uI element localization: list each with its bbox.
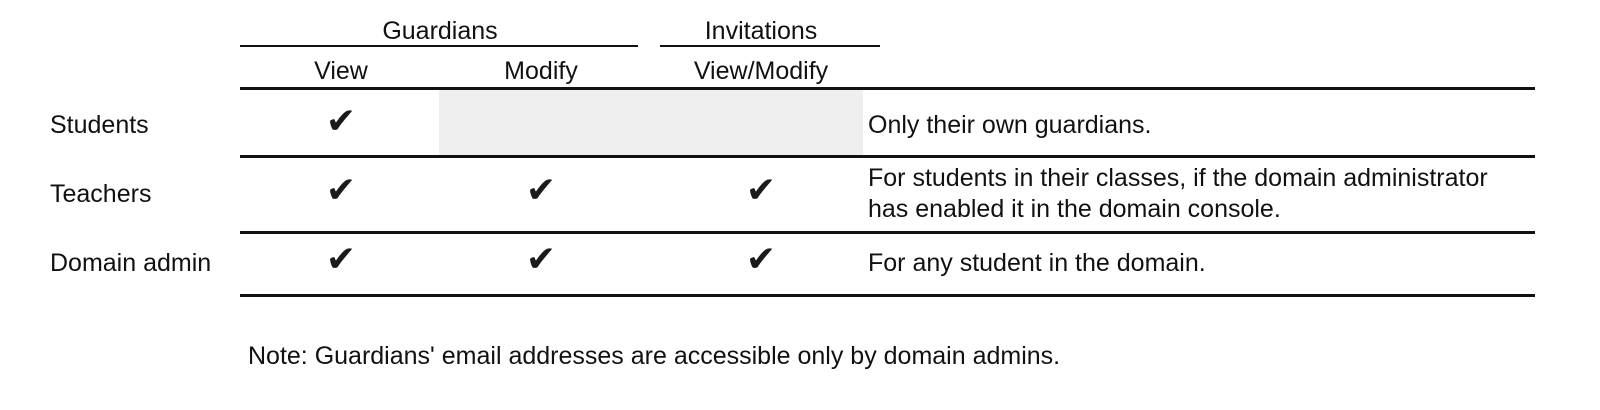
group-header-invitations: Invitations	[704, 17, 818, 45]
row-label-domain-admin: Domain admin	[50, 249, 212, 277]
disabled-cell-students-modify	[439, 90, 863, 155]
row-description-students: Only their own guardians.	[868, 111, 1152, 139]
column-header-view-modify: View/Modify	[693, 57, 829, 85]
check-icon-teachers-view-modify: ✔	[745, 170, 777, 211]
table-rule-bottom	[240, 294, 1535, 297]
row-label-students: Students	[50, 111, 149, 139]
column-header-view: View	[314, 57, 368, 85]
group-rule-guardians	[240, 45, 638, 47]
column-header-modify: Modify	[504, 57, 578, 85]
check-icon-domain-admin-view: ✔	[325, 239, 357, 280]
table-note: Note: Guardians' email addresses are acc…	[248, 342, 1061, 370]
group-header-guardians: Guardians	[382, 17, 498, 45]
group-rule-invitations	[660, 45, 880, 47]
table-rule-top	[240, 87, 1535, 90]
table-rule-after-students	[240, 155, 1535, 158]
row-description-teachers: For students in their classes, if the do…	[868, 164, 1488, 223]
check-icon-teachers-modify: ✔	[525, 170, 557, 211]
check-icon-domain-admin-modify: ✔	[525, 239, 557, 280]
check-icon-teachers-view: ✔	[325, 170, 357, 211]
row-label-teachers: Teachers	[50, 180, 152, 208]
table-rule-after-teachers	[240, 231, 1535, 234]
check-icon-students-view: ✔	[325, 101, 357, 142]
check-icon-domain-admin-view-modify: ✔	[745, 239, 777, 280]
row-description-domain-admin: For any student in the domain.	[868, 249, 1206, 277]
